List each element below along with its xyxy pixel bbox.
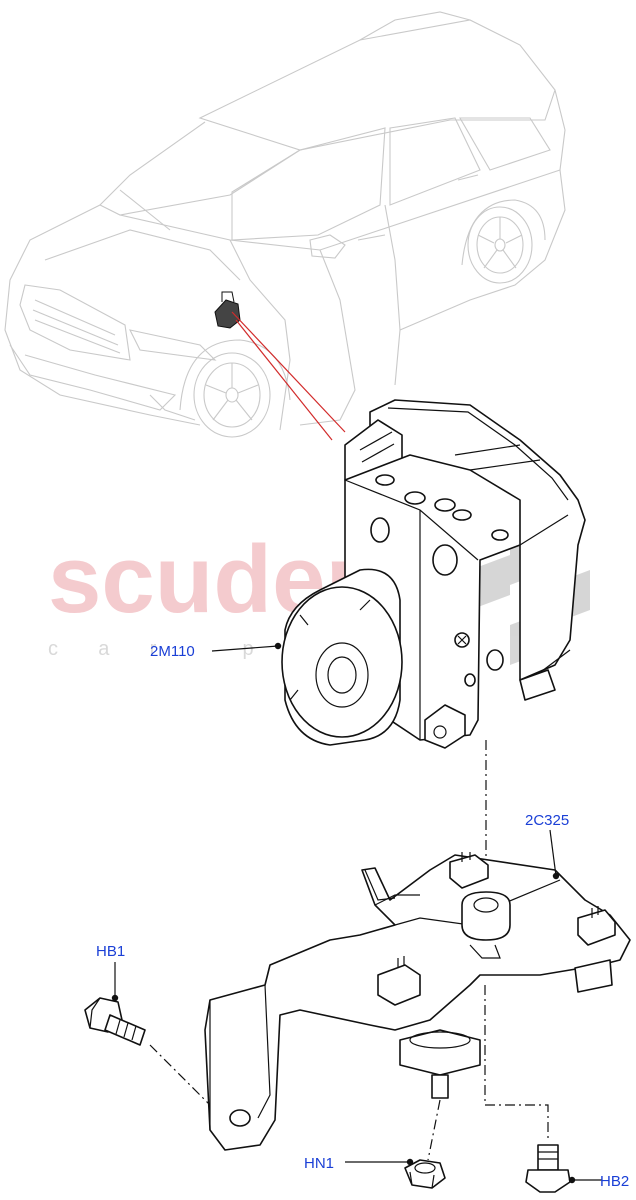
bolt-1-axis-line bbox=[149, 1044, 211, 1106]
nut-hn1[interactable] bbox=[404, 1159, 446, 1189]
location-line bbox=[231, 311, 346, 433]
callout-label-hb2[interactable]: HB2 bbox=[600, 1173, 629, 1190]
callout-label-hn1[interactable]: HN1 bbox=[304, 1155, 334, 1172]
abs-modulator-unit[interactable] bbox=[281, 399, 586, 749]
callout-label-2m110[interactable]: 2M110 bbox=[150, 643, 195, 660]
bolt-hb2[interactable] bbox=[525, 1144, 571, 1193]
nut-1-axis-line bbox=[427, 1099, 441, 1161]
vehicle-outline bbox=[4, 11, 566, 438]
bolt-hb1[interactable] bbox=[84, 997, 146, 1046]
callout-label-hb1[interactable]: HB1 bbox=[96, 943, 125, 960]
mounting-bracket[interactable] bbox=[204, 852, 631, 1151]
callout-leaders bbox=[111, 642, 602, 1184]
callout-label-2c325[interactable]: 2C325 bbox=[525, 812, 569, 829]
bolt-2-axis-line bbox=[484, 985, 549, 1140]
location-line bbox=[235, 319, 333, 441]
